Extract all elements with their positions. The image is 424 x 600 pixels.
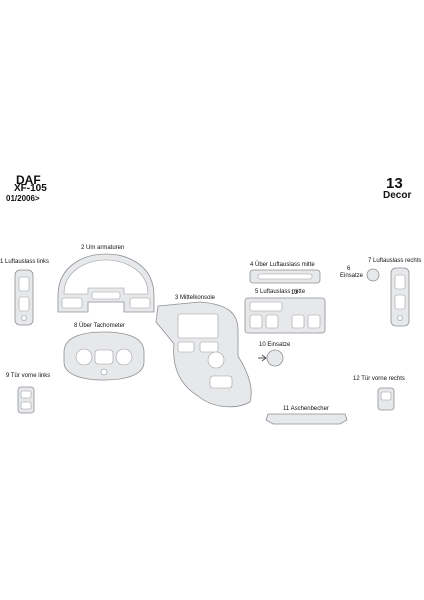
label-part-9: 9 Tür vorne links	[6, 373, 51, 379]
part-12-front-right-door	[377, 387, 395, 411]
part-6-insert	[366, 268, 380, 282]
kit-type: Decor	[383, 190, 412, 201]
label-part-5: 5 Luftauslass mitte	[255, 289, 306, 295]
part-10-insert	[258, 349, 284, 367]
part-1-left-air-vent	[14, 269, 34, 326]
part-4-above-center-vent	[249, 269, 321, 284]
model-years: 01/2006>	[6, 194, 40, 203]
label-part-2: 2 Um armaturen	[81, 245, 125, 251]
part-8-above-speedometer	[63, 331, 145, 381]
part-9-front-left-door	[17, 386, 35, 414]
label-part-3: 3 Mittelkonsole	[175, 295, 216, 301]
part-11-ashtray	[265, 413, 348, 425]
label-part-7: 7 Luftauslass rechts	[368, 258, 422, 264]
label-part-12: 12 Tür vorne rechts	[353, 376, 405, 382]
kit-number: 13	[386, 175, 403, 192]
part-5-center-vent	[244, 297, 326, 334]
label-part-11: 11 Aschenbecher	[283, 406, 329, 412]
label-part-4: 4 Über Luftauslass mitte	[250, 262, 315, 268]
model-title: XF-105	[14, 183, 47, 194]
label-part-13-marker: 13	[291, 290, 298, 296]
brand-title: DAF	[16, 173, 41, 187]
label-part-8: 8 Über Tachometer	[74, 323, 125, 329]
part-7-right-air-vent	[390, 267, 410, 327]
part-3-center-console	[155, 301, 252, 408]
label-part-6-number: 6	[347, 266, 351, 272]
label-part-1: 1 Luftauslass links	[0, 259, 50, 265]
label-part-10: 10 Einsatze	[259, 342, 291, 348]
label-part-6: Einsatze	[340, 273, 364, 279]
part-2-instrument-surround	[57, 253, 155, 313]
